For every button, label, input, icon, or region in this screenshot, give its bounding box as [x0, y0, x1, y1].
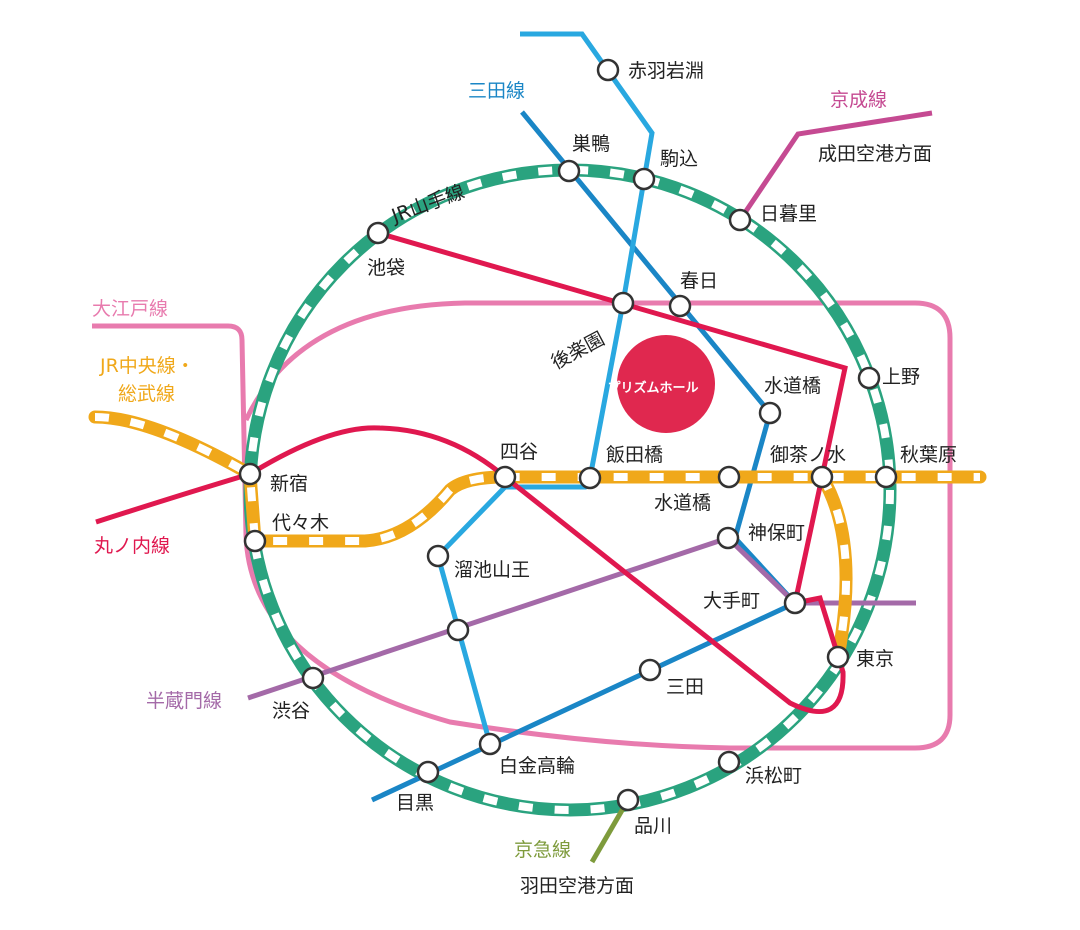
- station-ikebukuro[interactable]: [366, 221, 390, 245]
- station-shinjuku[interactable]: [238, 462, 262, 486]
- station-shirokanetakanawa[interactable]: [478, 732, 502, 756]
- station-ueno[interactable]: [857, 366, 881, 390]
- station-shinagawa[interactable]: [616, 788, 640, 812]
- station-akihabara[interactable]: [874, 465, 898, 489]
- station-korakuen[interactable]: [611, 291, 635, 315]
- yamanote-line-label: JR山手線: [388, 181, 468, 228]
- chuo-line-label-2: 総武線: [118, 383, 175, 405]
- keisei-line: [737, 110, 933, 222]
- label-yotsuya: 四谷: [500, 441, 538, 463]
- chuo-line: [88, 410, 987, 664]
- label-otemachi: 大手町: [703, 590, 760, 612]
- label-kasuga: 春日: [680, 270, 718, 292]
- label-shirokanetakanawa: 白金高輪: [499, 755, 575, 777]
- venue-label: プリズムホール: [607, 380, 698, 396]
- label-yoyogi: 代々木: [272, 512, 329, 534]
- mita-line-label: 三田線: [468, 80, 525, 102]
- label-jimbocho: 神保町: [748, 522, 805, 544]
- chuo-line-label-1: JR中央線・: [99, 355, 195, 377]
- label-komagome: 駒込: [660, 148, 698, 170]
- station-sugamo[interactable]: [557, 159, 581, 183]
- station-shibuya[interactable]: [301, 666, 325, 690]
- label-shinagawa: 品川: [634, 815, 672, 837]
- yamanote-line: [243, 163, 897, 817]
- station-kokkaigijidomae[interactable]: [446, 618, 470, 642]
- marunouchi-line-label: 丸ノ内線: [94, 535, 170, 557]
- station-akabaneiwabuchi[interactable]: [596, 58, 620, 82]
- station-iidabashi[interactable]: [578, 466, 602, 490]
- label-tameikesanno: 溜池山王: [454, 559, 530, 581]
- prism-hall-venue: プリズムホール: [607, 335, 715, 433]
- label-akabaneiwabuchi: 赤羽岩淵: [628, 60, 704, 82]
- station-hamamatsucho[interactable]: [717, 750, 741, 774]
- narita-direction-label: 成田空港方面: [818, 143, 932, 165]
- station-nippori[interactable]: [728, 208, 752, 232]
- keisei-line-label: 京成線: [830, 89, 887, 111]
- hanzomon-line-label: 半蔵門線: [146, 690, 222, 712]
- oedo-line-label: 大江戸線: [92, 298, 168, 320]
- label-shinjuku: 新宿: [270, 473, 308, 495]
- oedo-line: [92, 300, 953, 751]
- station-otemachi[interactable]: [783, 591, 807, 615]
- station-kasuga[interactable]: [668, 294, 692, 318]
- station-suidobashi-jr[interactable]: [717, 465, 741, 489]
- haneda-direction-label: 羽田空港方面: [520, 875, 634, 897]
- label-suidobashi-jr: 水道橋: [654, 492, 711, 514]
- label-ochanomizu: 御茶ノ水: [770, 444, 846, 466]
- marunouchi-line: [95, 230, 848, 714]
- label-meguro: 目黒: [396, 792, 434, 814]
- label-korakuen: 後楽園: [548, 328, 609, 374]
- label-akihabara: 秋葉原: [900, 444, 957, 466]
- label-iidabashi: 飯田橋: [606, 444, 663, 466]
- station-suidobashi-mita[interactable]: [758, 401, 782, 425]
- station-tameikesanno[interactable]: [426, 544, 450, 568]
- station-jimbocho[interactable]: [716, 526, 740, 550]
- label-tokyo: 東京: [856, 648, 894, 670]
- label-suidobashi-mita: 水道橋: [764, 375, 821, 397]
- station-tokyo[interactable]: [826, 645, 850, 669]
- station-ochanomizu[interactable]: [810, 465, 834, 489]
- station-mita[interactable]: [638, 658, 662, 682]
- station-yoyogi[interactable]: [243, 529, 267, 553]
- label-ueno: 上野: [882, 366, 920, 388]
- label-shibuya: 渋谷: [272, 700, 310, 722]
- keikyu-line-label: 京急線: [514, 839, 571, 861]
- stations: [238, 58, 898, 812]
- station-meguro[interactable]: [416, 760, 440, 784]
- label-mita: 三田: [666, 676, 704, 698]
- label-ikebukuro: 池袋: [367, 257, 405, 279]
- station-komagome[interactable]: [632, 167, 656, 191]
- label-sugamo: 巣鴨: [572, 133, 610, 155]
- station-yotsuya[interactable]: [493, 465, 517, 489]
- keikyu-line: [589, 798, 631, 864]
- label-nippori: 日暮里: [760, 203, 817, 225]
- label-hamamatsucho: 浜松町: [745, 765, 802, 787]
- hanzomon-line: [247, 535, 916, 701]
